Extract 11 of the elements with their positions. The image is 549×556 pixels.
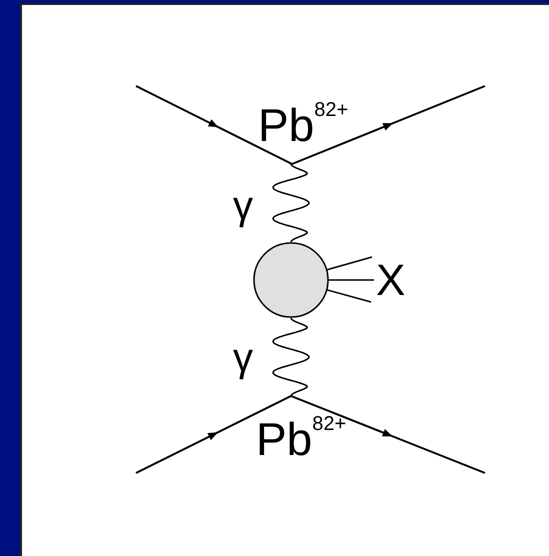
photon-line	[272, 318, 310, 396]
particle-label: X	[376, 256, 406, 305]
interaction-blob	[253, 242, 329, 318]
outgoing-line	[328, 279, 374, 281]
particle-label: Pb$^{82+}$	[258, 102, 348, 148]
outgoing-line	[326, 256, 372, 271]
outgoing-line	[326, 289, 372, 303]
edge-label: γ	[233, 186, 253, 226]
particle-label: Pb$^{82+}$	[256, 416, 346, 462]
photon-line	[272, 164, 310, 242]
edge-label: γ	[233, 338, 253, 378]
